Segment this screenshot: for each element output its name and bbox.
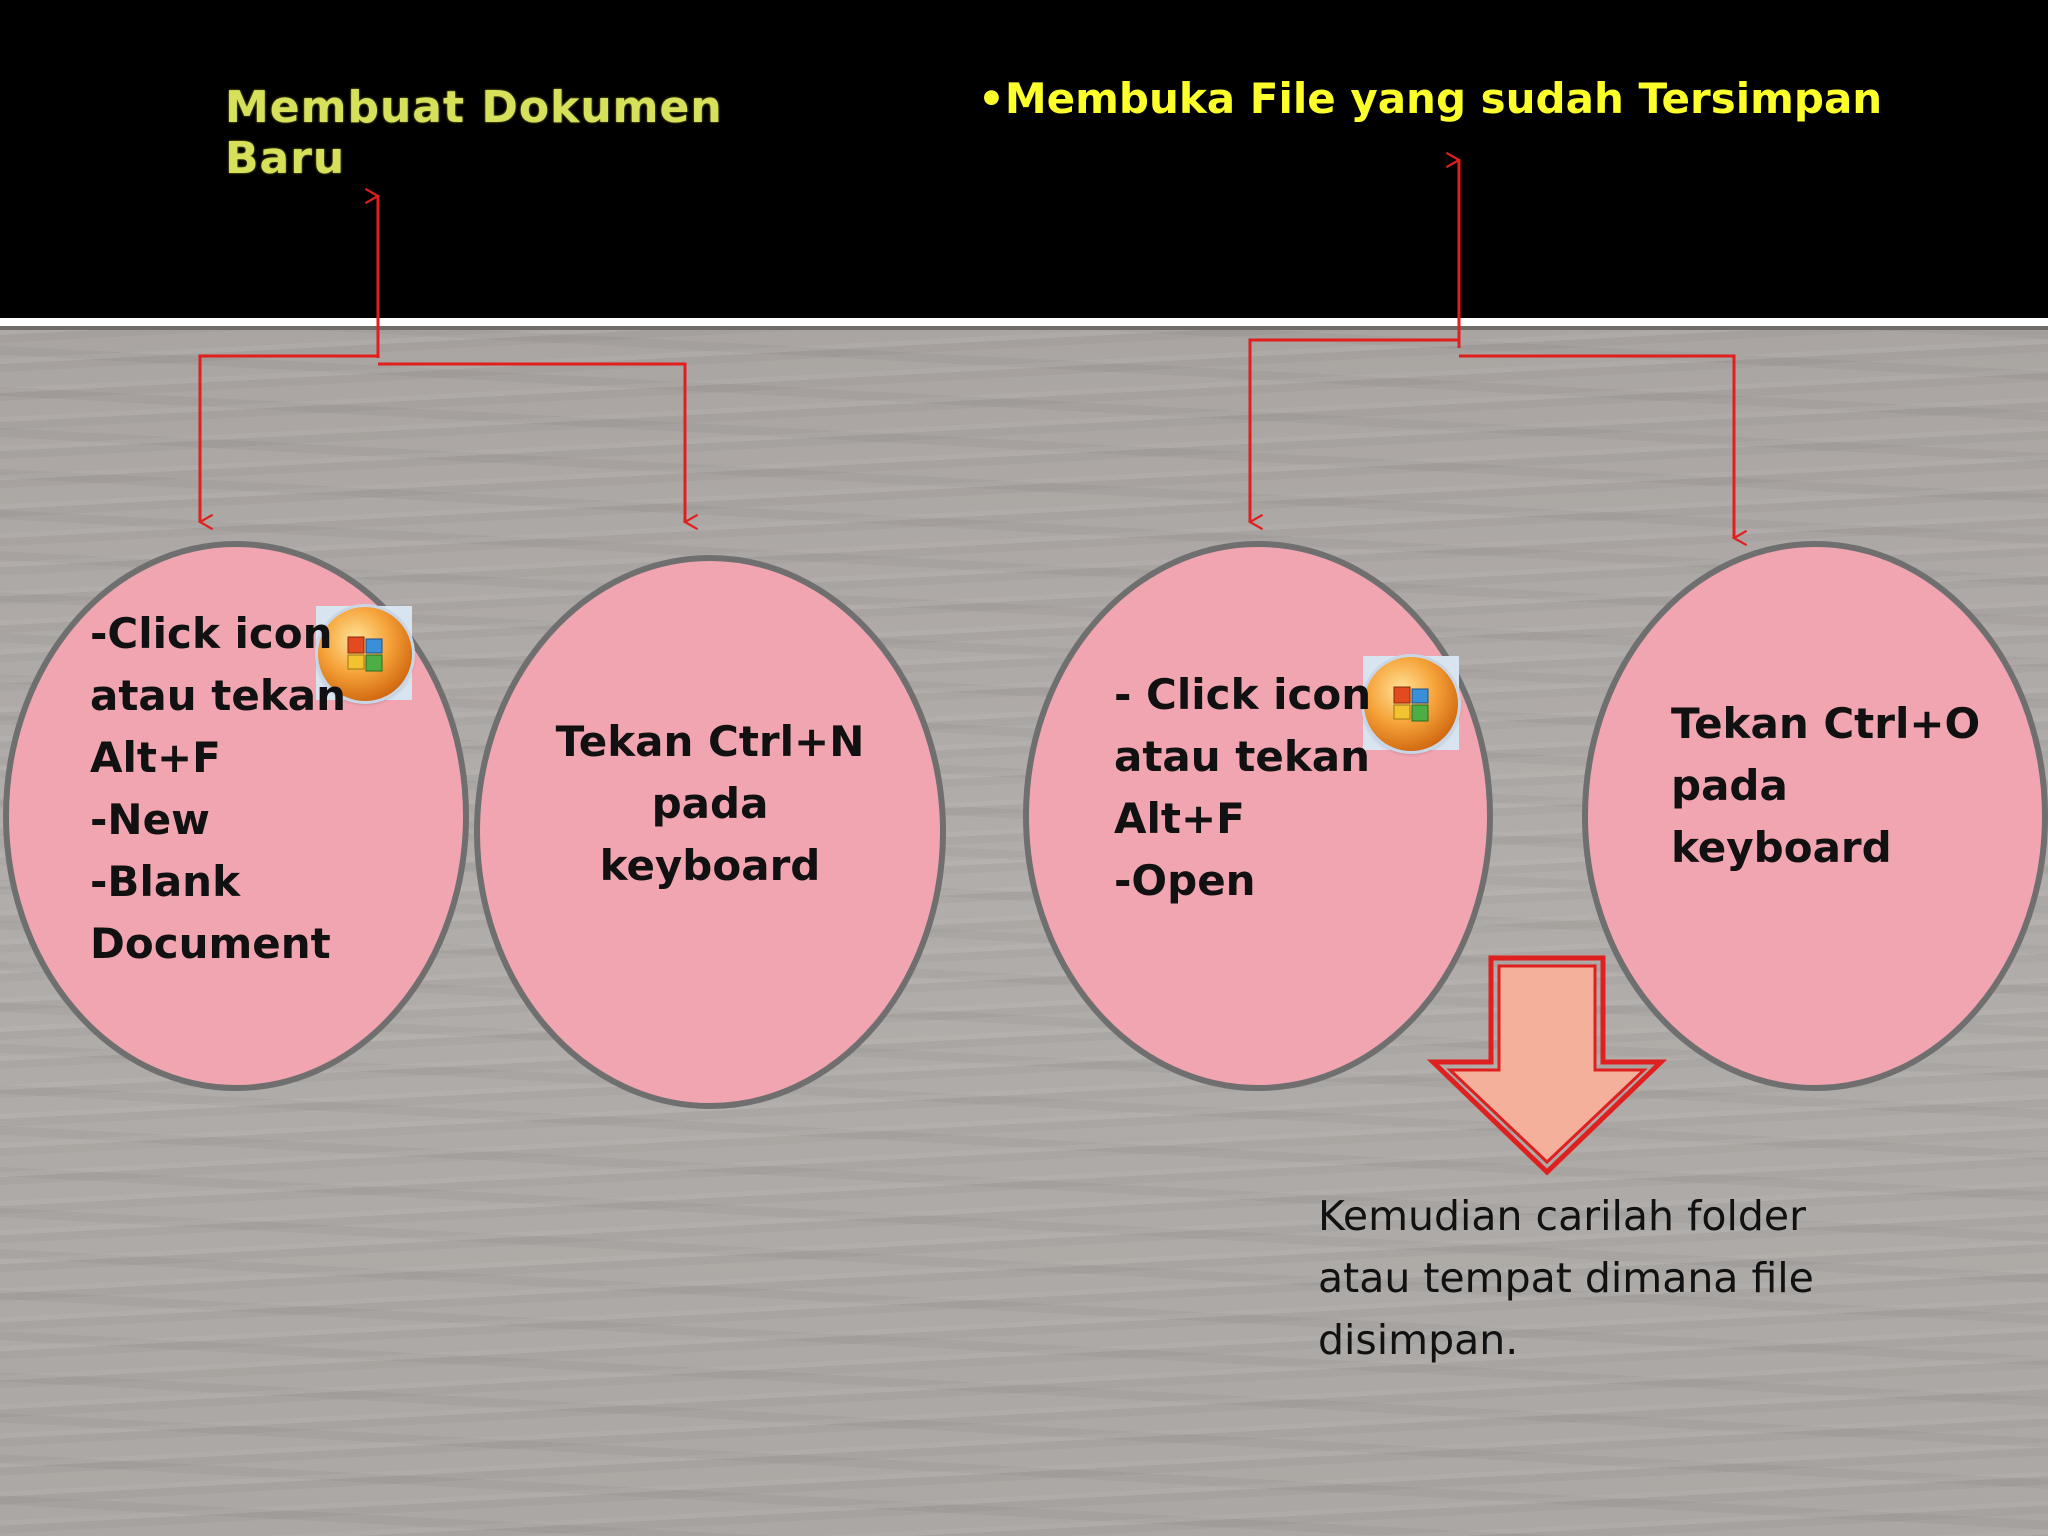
left-connector	[200, 196, 685, 522]
bubble-new-menu-text: -Click icon atau tekan Alt+F -New -Blank…	[90, 609, 347, 968]
left-connector-right-branch	[378, 362, 685, 522]
right-connector-right-branch	[1459, 354, 1734, 538]
left-connector-left-branch	[200, 354, 378, 522]
header-divider-shadow	[0, 326, 2048, 330]
right-connector-left-branch	[1250, 338, 1459, 522]
open-file-title: •Membuka File yang sudah Tersimpan	[978, 74, 1883, 123]
header-divider	[0, 318, 2048, 326]
bubble-ctrl-n-text: Tekan Ctrl+N pada keyboard	[555, 717, 865, 890]
office-button-icon	[1364, 657, 1458, 751]
bubble-ctrl-n	[474, 555, 946, 1109]
new-document-title: Membuat Dokumen Baru	[225, 82, 723, 184]
right-connector	[1250, 160, 1734, 538]
bubble-ctrl-o	[1582, 541, 2048, 1091]
bubble-ctrl-o-text: Tekan Ctrl+O pada keyboard	[1671, 699, 1981, 872]
instruction-note: Kemudian carilah folder atau tempat dima…	[1318, 1192, 1814, 1364]
down-arrow-icon	[1426, 955, 1668, 1176]
bubble-open-menu-text: - Click icon atau tekan Alt+F -Open	[1114, 670, 1372, 905]
office-button-icon	[318, 607, 412, 701]
office-logo-icon	[347, 636, 383, 672]
office-logo-icon	[1393, 686, 1429, 722]
header-bar	[0, 0, 2048, 318]
